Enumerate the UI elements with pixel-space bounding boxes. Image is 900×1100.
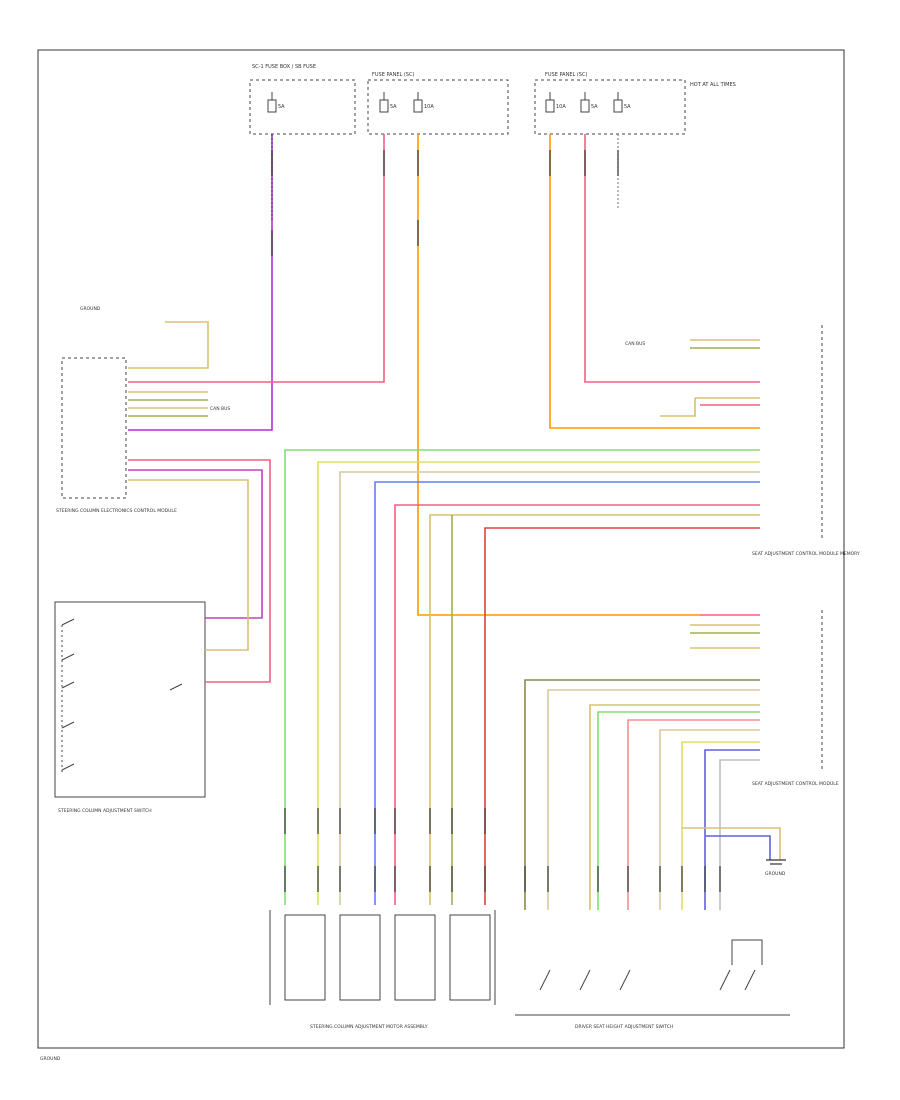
fuse-label-f2: 5A bbox=[390, 104, 397, 110]
wire-brown-top bbox=[128, 321, 209, 369]
connector-marks bbox=[271, 150, 721, 892]
fuse-label-f1: 5A bbox=[278, 104, 285, 110]
fuse-box-left-label: SC-1 FUSE BOX / SB FUSE bbox=[252, 64, 316, 70]
steering-switch-box bbox=[54, 601, 206, 798]
ground-symbol bbox=[766, 859, 786, 865]
ground-label-top: GROUND bbox=[80, 306, 101, 312]
wire-pink-5 bbox=[627, 719, 760, 910]
can-bus-label-right: CAN BUS bbox=[625, 341, 645, 347]
wire-tan-3 bbox=[659, 729, 760, 910]
wire-red bbox=[484, 527, 760, 905]
wire-grey-2 bbox=[719, 759, 760, 910]
wire-orange bbox=[417, 134, 700, 616]
ground-label-right: GROUND bbox=[765, 871, 786, 877]
fuse-label-f5: 5A bbox=[591, 104, 598, 110]
wire-tan bbox=[339, 471, 760, 905]
steering-switch-label: STEERING COLUMN ADJUSTMENT SWITCH bbox=[58, 808, 152, 814]
wire-brown-4 bbox=[589, 704, 760, 910]
steering-control-module-label: STEERING COLUMN ELECTRONICS CONTROL MODU… bbox=[56, 508, 177, 514]
fuse-symbols bbox=[267, 92, 623, 113]
wire-pink-1 bbox=[128, 134, 385, 383]
wire-yellow-2 bbox=[681, 741, 760, 910]
fuse-panel-right-label: FUSE PANEL (SC) bbox=[545, 72, 587, 78]
wire-green-2 bbox=[597, 711, 760, 910]
wire-tan-2 bbox=[547, 689, 760, 910]
seat-control-module-label: SEAT ADJUSTMENT CONTROL MODULE MEMORY bbox=[752, 551, 860, 557]
wire-brown-3 bbox=[128, 479, 249, 651]
fuse-panel-mid bbox=[367, 79, 509, 135]
wire-blue-2 bbox=[704, 749, 760, 910]
wire-brown-7 bbox=[660, 397, 760, 417]
can-bus-label-left: CAN BUS bbox=[210, 406, 230, 412]
wire-pink-4 bbox=[128, 459, 271, 683]
seat-switch-contacts bbox=[539, 939, 763, 991]
steering-motor-boxes bbox=[269, 910, 496, 1005]
wire-brown-2 bbox=[429, 514, 760, 905]
wire-pink-3 bbox=[394, 504, 760, 905]
wires bbox=[128, 134, 781, 910]
fuse-panel-mid-label: FUSE PANEL (SC) bbox=[372, 72, 414, 78]
switch-contacts bbox=[61, 618, 183, 775]
wire-yellow bbox=[317, 461, 760, 905]
wire-blue bbox=[374, 481, 760, 905]
wire-green bbox=[284, 449, 760, 905]
seat-module-lower-label: SEAT ADJUSTMENT CONTROL MODULE bbox=[752, 781, 839, 787]
steering-motor-label: STEERING COLUMN ADJUSTMENT MOTOR ASSEMBL… bbox=[310, 1024, 428, 1030]
seat-height-switch-label: DRIVER SEAT HEIGHT ADJUSTMENT SWITCH bbox=[575, 1024, 673, 1030]
diagram-frame bbox=[37, 49, 845, 1049]
fuse-label-f3: 10A bbox=[424, 104, 434, 110]
fuse-label-f4: 10A bbox=[556, 104, 566, 110]
fuse-box-left bbox=[249, 79, 356, 135]
steering-control-module-box bbox=[61, 357, 127, 499]
wire-blue-3 bbox=[705, 835, 771, 860]
fuse-label-f6: 5A bbox=[624, 104, 631, 110]
wire-violet bbox=[128, 134, 273, 431]
wire-olive-2 bbox=[524, 679, 760, 910]
wire-magenta bbox=[128, 469, 263, 619]
wire-orange-2 bbox=[549, 134, 760, 429]
wire-pink-2 bbox=[584, 134, 760, 383]
hot-at-all-times-label: HOT AT ALL TIMES bbox=[690, 82, 736, 88]
wire-brown-5 bbox=[682, 827, 781, 860]
footer-label: GROUND bbox=[40, 1056, 61, 1062]
fuse-panel-right bbox=[534, 79, 686, 135]
